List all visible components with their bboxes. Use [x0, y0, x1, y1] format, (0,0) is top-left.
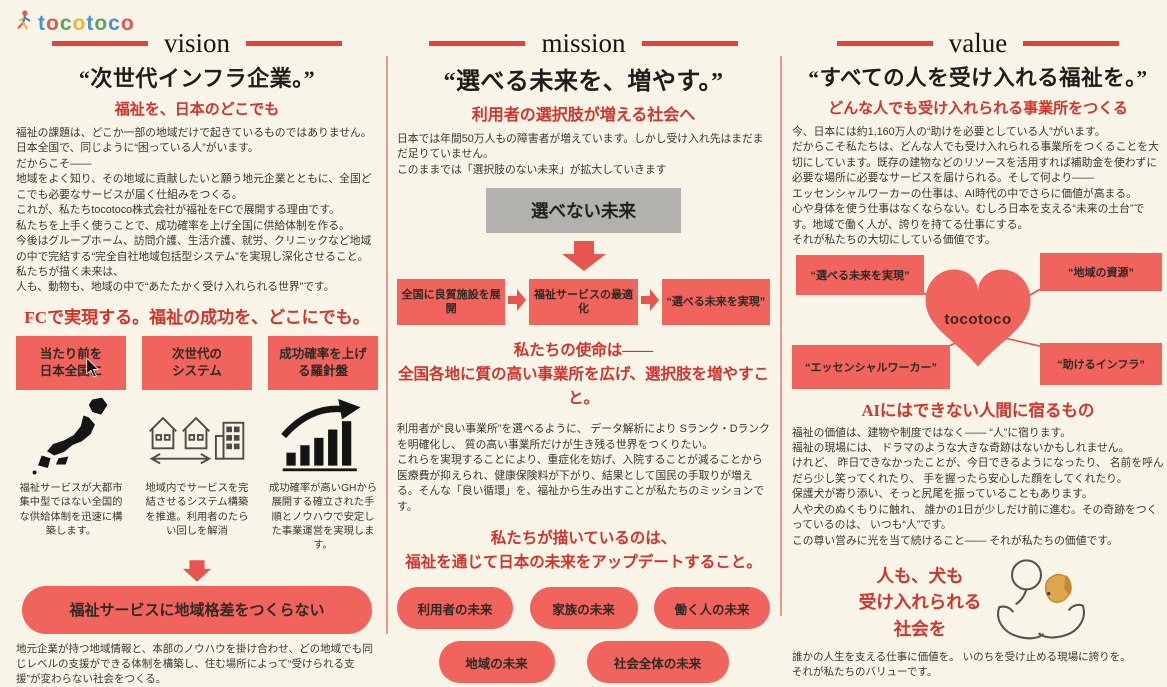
local-network-icon — [142, 396, 252, 476]
philosophy-page: { "page": { "background": "#f8f4e8", "ac… — [14, 8, 1164, 685]
value-heart-diagram: tocotoco “選べる未来を実現” “地域の資源” “エッセンシャルワーカー… — [792, 252, 1164, 393]
mission-subtitle: 利用者の選択肢が増える社会へ — [471, 107, 696, 124]
header-rule — [246, 41, 342, 46]
pillar-desc: 福祉サービスが大都市集中型ではない全国的な供給体制を迅速に構築します。 — [19, 482, 123, 538]
vision-banner: 福祉サービスに地域格差をつくらない — [22, 585, 372, 634]
down-arrow-icon — [397, 241, 770, 272]
value-header-word: value — [948, 28, 1008, 58]
header-rule — [1023, 41, 1120, 46]
pillar-box: 成功確率を上げ る羅針盤 — [268, 335, 378, 390]
future-pill: 利用者の未来 — [397, 587, 513, 630]
flow-box: 全国に良質施設を展開 — [397, 279, 506, 326]
header-rule — [429, 41, 526, 46]
column-divider — [386, 56, 388, 634]
column-divider — [780, 56, 782, 616]
vision-pillar-descs: 福祉サービスが大都市集中型ではない全国的な供給体制を迅速に構築します。 地域内で… — [16, 482, 378, 554]
vision-intro-text: 福祉の課題は、どこか一部の地域だけで起きているものではありません。 日本全国で、… — [16, 127, 372, 294]
mission-flow: 全国に良質施設を展開 福祉サービスの最適化 “選べる未来を実現” — [397, 279, 770, 326]
walking-person-icon — [14, 8, 34, 39]
mission-statement: 私たちの使命は—— 全国各地に質の高い事業所を広げ、選択肢を増やすこと。 — [398, 342, 769, 408]
mission-header-word: mission — [541, 28, 626, 58]
vision-header: vision — [16, 28, 378, 59]
header-rule — [51, 41, 148, 46]
value-slogan: 人も、犬も 受け入れられる 社会を — [858, 566, 982, 639]
right-arrow-icon — [640, 288, 659, 316]
heart-icon — [912, 259, 1044, 382]
value-header: value — [792, 28, 1164, 59]
vision-header-word: vision — [163, 28, 230, 58]
mission-column: mission “選べる未来を、増やす。” 利用者の選択肢が増える社会へ 日本で… — [397, 28, 770, 684]
heart-node: “助けるインフラ” — [1040, 342, 1162, 385]
heart-brand-label: tocotoco — [944, 310, 1012, 328]
vision-fc-heading: FCで実現する。福祉の成功を、どこにでも。 — [24, 307, 370, 327]
mission-body-text: 利用者が“良い事業所”を選べるように、 データ解析により Sランク・Dランクを明… — [397, 423, 770, 513]
mission-header: mission — [397, 28, 770, 59]
vision-pillar-icons — [16, 396, 378, 476]
pillar-desc: 成功確率が高いGHから展開する確立された手順とノウハウで安定した事業運営を実現し… — [268, 482, 378, 552]
heart-node: “地域の資源” — [1040, 252, 1162, 291]
header-rule — [641, 41, 738, 46]
logo: tocotoco — [14, 8, 135, 39]
flow-box: 福祉サービスの最適化 — [529, 279, 638, 326]
value-body2-text: 福祉の価値は、建物や制度ではなく—— “人”に宿ります。 福祉の現場には、 ドラ… — [792, 426, 1164, 547]
future-pill: 家族の未来 — [529, 587, 638, 630]
mouse-cursor — [86, 356, 100, 383]
pillar-desc: 地域内でサービスを完結させるシステム構築を推進。利用者のたらい回しを解消 — [145, 482, 249, 538]
vision-pillar-boxes: 当たり前を 日本全国に 次世代の システム 成功確率を上げ る羅針盤 — [16, 335, 378, 390]
future-pill: 働く人の未来 — [654, 587, 770, 630]
value-title: “すべての人を受け入れる福祉を。” — [808, 66, 1148, 90]
mission-title: “選べる未来を、増やす。” — [443, 69, 724, 95]
logo-text: tocotoco — [38, 11, 135, 35]
value-slogan-row: 人も、犬も 受け入れられる 社会を — [792, 551, 1164, 654]
future-pills-row1: 利用者の未来 家族の未来 働く人の未来 — [397, 587, 770, 630]
no-choice-future-box: 選べない未来 — [486, 188, 681, 234]
pillar-box: 当たり前を 日本全国に — [16, 335, 126, 390]
japan-map-icon — [16, 396, 126, 476]
mission-vision-statement: 私たちが描いているのは、 福祉を通じて日本の未来をアップデートすること。 — [405, 529, 762, 571]
value-subtitle: どんな人でも受け入れられる事業所をつくる — [828, 101, 1128, 117]
header-rule — [836, 41, 933, 46]
pillar-box: 次世代の システム — [142, 335, 252, 390]
heart-node: “選べる未来を実現” — [796, 254, 924, 295]
mission-intro-text: 日本では年間50万人もの障害者が増えています。しかし受け入れ先はまだまだ足りてい… — [397, 133, 764, 176]
down-arrow-icon — [16, 560, 378, 582]
future-pills-row2: 地域の未来 社会全体の未来 — [397, 641, 770, 684]
vision-column: vision “次世代インフラ企業。” 福祉を、日本のどこでも 福祉の課題は、ど… — [16, 28, 378, 687]
future-pill: 社会全体の未来 — [586, 641, 729, 684]
value-outro-text: 誰かの人生を支える仕事に価値を。 いのちを受け止める現場に誇りを。 それが私たち… — [792, 651, 1131, 678]
vision-title: “次世代インフラ企業。” — [78, 66, 316, 91]
flow-box: “選べる未来を実現” — [661, 279, 770, 326]
hands-person-dog-icon — [985, 551, 1097, 654]
value-body1-text: 今、日本には約1,160万人の“助けを必要としている人”がいます。 だからこそ私… — [792, 126, 1159, 247]
future-pill: 地域の未来 — [438, 641, 555, 684]
vision-subtitle: 福祉を、日本のどこでも — [114, 102, 280, 118]
growth-chart-icon — [268, 396, 378, 476]
vision-outro-text: 地元企業が持つ地域情報と、本部のノウハウを掛け合わせ、どの地域でも同じレベルの支… — [16, 642, 373, 685]
value-column: value “すべての人を受け入れる福祉を。” どんな人でも受け入れられる事業所… — [792, 28, 1164, 680]
right-arrow-icon — [508, 288, 527, 316]
value-ai-heading: AIにはできない人間に宿るもの — [861, 400, 1095, 420]
heart-node: “エッセンシャルワーカー” — [792, 344, 950, 389]
